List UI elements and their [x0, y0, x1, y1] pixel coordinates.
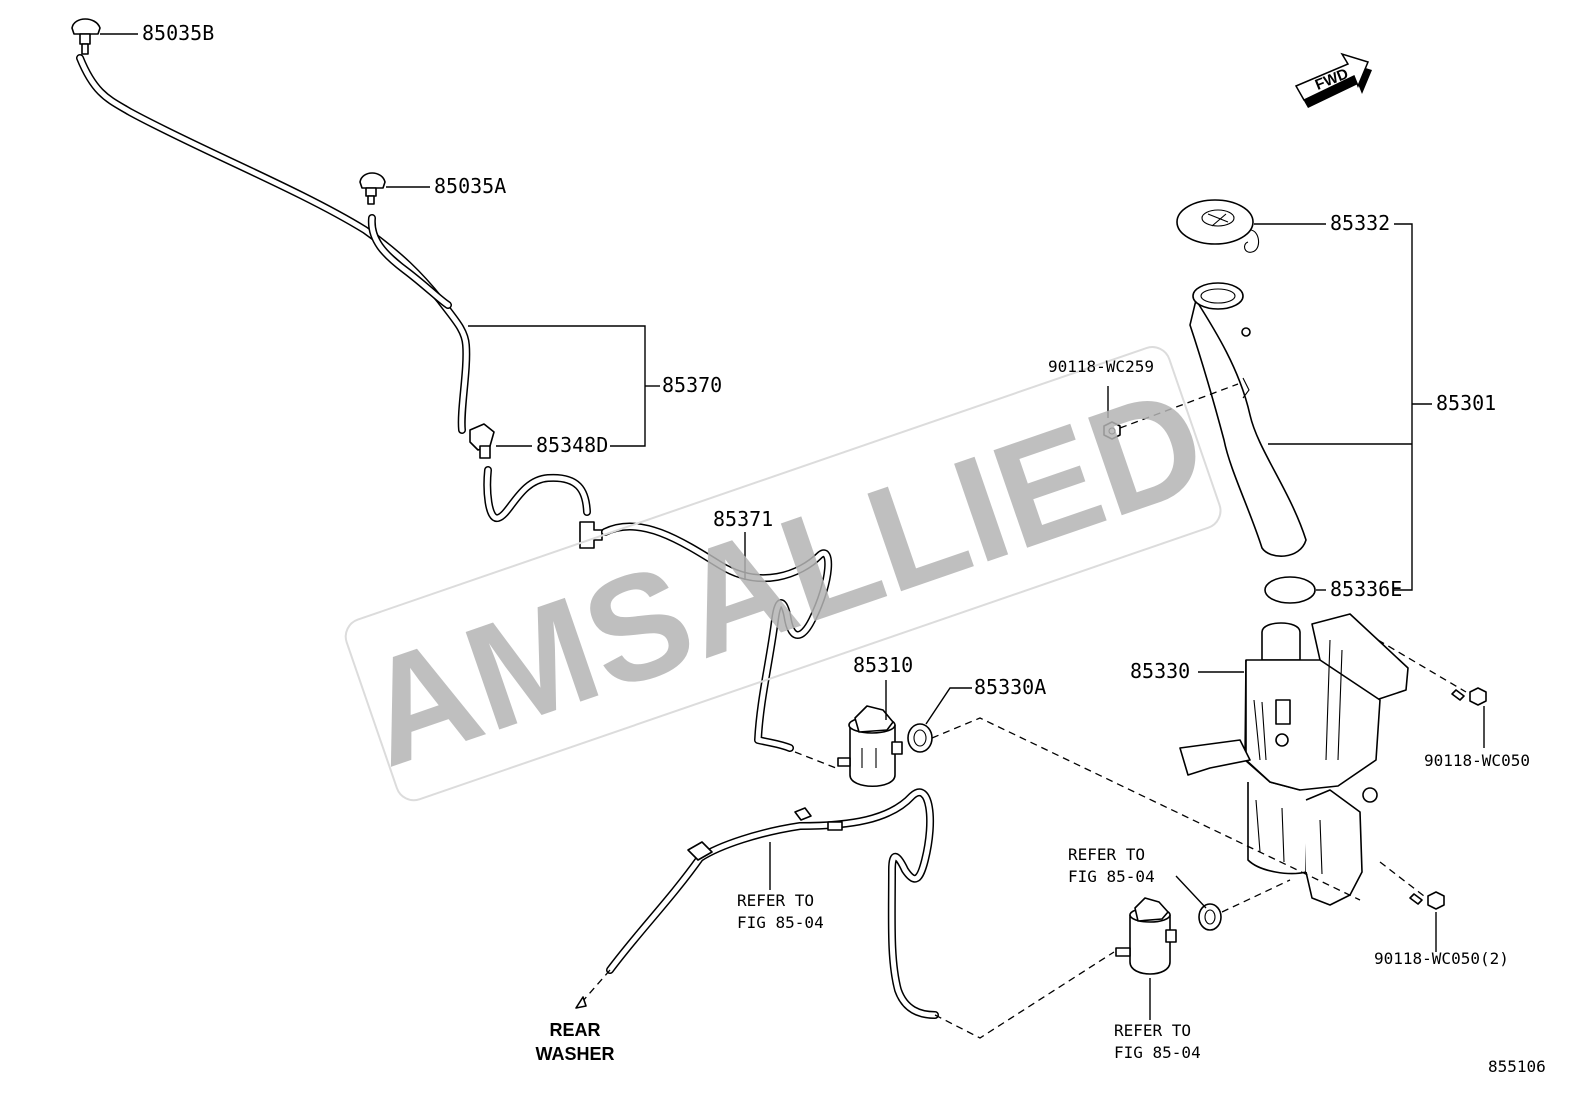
label-85330A: 85330A [974, 675, 1046, 699]
label-85310: 85310 [853, 653, 913, 677]
watermark: AMSALLIED [343, 346, 1225, 802]
refer-note-left-line2: FIG 85-04 [737, 913, 824, 932]
bolt-90118-WC050 [1451, 687, 1487, 706]
hose-85371 [601, 522, 833, 752]
rear-washer-arrow-line [581, 969, 611, 1003]
hose-segment-a [483, 466, 591, 522]
label-85371: 85371 [713, 507, 773, 531]
refer-note-bottom-line2: FIG 85-04 [1114, 1043, 1201, 1062]
rear-washer-arrowhead [575, 996, 587, 1009]
label-90118-WC050: 90118-WC050 [1424, 751, 1530, 770]
gasket-85336E [1264, 576, 1316, 604]
bolt-90118-WC259 [1103, 421, 1121, 440]
dash-wc259 [1119, 383, 1239, 429]
label-85035A: 85035A [434, 174, 506, 198]
pump-lower [1115, 897, 1177, 975]
nozzle-85035A [359, 172, 386, 205]
label-85330: 85330 [1130, 659, 1190, 683]
label-85035B: 85035B [142, 21, 214, 45]
bolt-90118-WC050-2 [1409, 891, 1445, 910]
hose-85370 [76, 54, 471, 434]
dash-grommet-lower [1221, 879, 1291, 913]
leader-lines [100, 33, 1485, 1020]
refer-note-middle-line1: REFER TO [1068, 845, 1145, 864]
hose-clamp [687, 807, 843, 861]
grommet-85330A [907, 723, 933, 753]
dash-85371-pump [794, 751, 837, 769]
tank-85330 [1179, 613, 1409, 906]
figure-number: 855106 [1488, 1057, 1546, 1076]
fwd-direction-badge: FWD [1294, 52, 1372, 108]
dash-bolt-lower [1379, 861, 1425, 897]
refer-note-bottom-line1: REFER TO [1114, 1021, 1191, 1040]
label-85332: 85332 [1330, 211, 1390, 235]
connector-85348D [469, 423, 495, 459]
cap-85332 [1176, 199, 1260, 253]
label-85301: 85301 [1436, 391, 1496, 415]
filler-neck-85301 [1189, 282, 1307, 557]
dash-grommet-tank [931, 717, 1361, 901]
grommet-lower [1198, 903, 1222, 931]
rear-washer-line2: WASHER [535, 1044, 614, 1064]
label-85348D: 85348D [536, 433, 608, 457]
pump-85310 [837, 705, 903, 787]
label-90118-WC259: 90118-WC259 [1048, 357, 1154, 376]
label-85370: 85370 [662, 373, 722, 397]
dash-bolt-upper [1377, 639, 1467, 693]
refer-note-middle-line2: FIG 85-04 [1068, 867, 1155, 886]
label-90118-WC050-2: 90118-WC050(2) [1374, 949, 1509, 968]
watermark-text: AMSALLIED [343, 355, 1225, 799]
rear-washer-line1: REAR [549, 1020, 600, 1040]
label-85336E: 85336E [1330, 577, 1402, 601]
connector-85371-end [579, 521, 603, 549]
dash-rear-pump [934, 951, 1115, 1039]
nozzle-85035B [71, 18, 101, 55]
refer-note-left-line1: REFER TO [737, 891, 814, 910]
